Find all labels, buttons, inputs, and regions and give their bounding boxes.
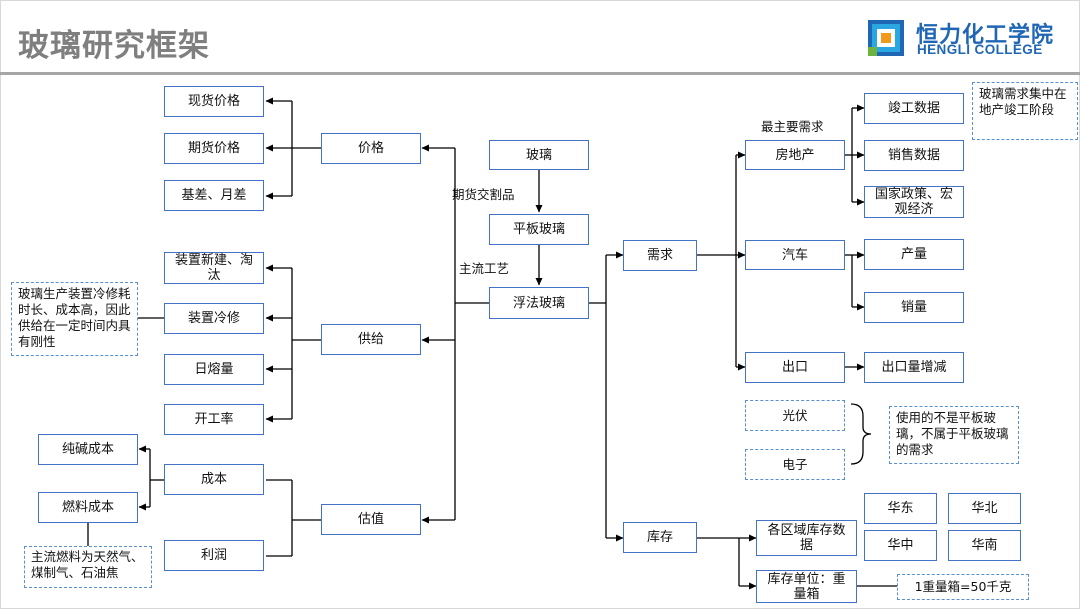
float-glass-node-label: 浮法玻璃 [512,295,565,311]
profit-node-label: 利润 [200,548,227,563]
region-central-label: 华中 [887,538,914,553]
export-change-label: 出口量增减 [881,360,947,375]
sales-data-node: 销售数据 [864,140,964,171]
regional-inventory-node: 各区域库存数据 [756,520,857,556]
flat-glass-node-label: 平板玻璃 [512,222,565,237]
sales-volume-label: 销量 [900,300,927,315]
supply-node-label: 供给 [357,332,384,347]
non-flat-glass-note: 使用的不是平板玻璃，不属于平板玻璃的需求 [889,406,1019,464]
sales-data-label: 销售数据 [887,148,940,163]
main-demand-label: 最主要需求 [761,119,824,134]
regional-inventory-label: 各区域库存数据 [767,523,846,553]
daily-melt-node: 日熔量 [164,354,264,385]
real-estate-note: 玻璃需求集中在地产竣工阶段 [972,82,1078,140]
spot-price-label: 现货价格 [187,94,240,109]
region-east-label: 华东 [887,501,914,516]
flat-glass-node: 平板玻璃 [489,214,589,245]
policy-macro-label: 国家政策、宏观经济 [874,187,953,217]
electronics-node: 电子 [745,449,845,480]
inventory-unit-label: 库存单位：重量箱 [767,571,846,602]
real-estate-node: 房地产 [745,140,845,170]
policy-macro-node: 国家政策、宏观经济 [864,186,964,218]
unit-conversion-text: 1重量箱=50千克 [914,579,1012,594]
inventory-unit-node: 库存单位：重量箱 [756,570,857,603]
logo-mark-icon [868,20,904,56]
cold-repair-node: 装置冷修 [164,303,264,334]
completion-data-node: 竣工数据 [864,93,964,124]
operating-rate-label: 开工率 [194,412,234,427]
profit-node: 利润 [164,540,264,571]
production-node: 产量 [864,239,964,270]
unit-conversion-note: 1重量箱=50千克 [897,574,1029,600]
valuation-node: 估值 [321,504,421,535]
fuel-cost-node: 燃料成本 [38,492,138,523]
fuel-note-text: 主流燃料为天然气、煤制气、石油焦 [31,549,144,580]
college-logo: 恒力化工学院 HENGLI COLLEGE [868,18,1068,60]
cost-node-label: 成本 [200,472,227,487]
region-central-node: 华中 [864,530,937,561]
real-estate-note-text: 玻璃需求集中在地产竣工阶段 [979,86,1067,117]
valuation-node-label: 估值 [357,512,384,527]
real-estate-label: 房地产 [775,147,815,163]
cold-repair-label: 装置冷修 [187,311,240,326]
electronics-label: 电子 [782,456,808,472]
basis-spread-node: 基差、月差 [164,180,264,211]
soda-ash-cost-node: 纯碱成本 [38,434,138,465]
futures-price-node: 期货价格 [164,133,264,164]
region-south-node: 华南 [948,530,1021,561]
non-flat-glass-note-text: 使用的不是平板玻璃，不属于平板玻璃的需求 [896,410,1009,457]
operating-rate-node: 开工率 [164,404,264,435]
float-glass-node: 浮法玻璃 [489,287,589,319]
auto-label: 汽车 [781,247,808,263]
new-capacity-node: 装置新建、淘汰 [164,252,264,284]
main-process-label: 主流工艺 [459,261,510,276]
fuel-note: 主流燃料为天然气、煤制气、石油焦 [24,546,152,588]
title-divider [0,72,1080,75]
futures-price-label: 期货价格 [187,141,240,156]
supply-node: 供给 [321,324,421,355]
fuel-cost-label: 燃料成本 [61,500,114,515]
export-change-node: 出口量增减 [864,352,964,383]
new-capacity-label: 装置新建、淘汰 [174,253,253,283]
production-label: 产量 [900,247,927,262]
auto-node: 汽车 [745,240,845,270]
demand-node-label: 需求 [646,248,673,263]
region-south-label: 华南 [971,538,998,553]
glass-node-label: 玻璃 [525,147,552,163]
demand-node: 需求 [623,240,697,271]
cold-repair-note: 玻璃生产装置冷修耗时长、成本高，因此供给在一定时间内具有刚性 [11,282,138,356]
sales-volume-node: 销量 [864,292,964,323]
region-east-node: 华东 [864,493,937,524]
export-node: 出口 [745,352,845,383]
basis-spread-label: 基差、月差 [181,188,247,203]
soda-ash-cost-label: 纯碱成本 [61,442,114,457]
logo-text-cn: 恒力化工学院 [916,23,1055,48]
price-node: 价格 [321,133,421,164]
spot-price-node: 现货价格 [164,86,264,117]
futures-delivery-label: 期货交割品 [452,187,515,202]
glass-node: 玻璃 [489,140,589,170]
region-north-node: 华北 [948,493,1021,524]
page-title: 玻璃研究框架 [18,28,210,64]
export-label: 出口 [781,360,808,375]
completion-data-label: 竣工数据 [887,101,940,116]
inventory-node: 库存 [623,522,697,553]
photovoltaic-label: 光伏 [782,407,808,423]
cost-node: 成本 [164,464,264,495]
daily-melt-label: 日熔量 [194,362,234,377]
logo-text-en: HENGLI COLLEGE [917,42,1043,57]
inventory-node-label: 库存 [646,530,673,545]
region-north-label: 华北 [971,501,998,516]
photovoltaic-node: 光伏 [745,400,845,431]
price-node-label: 价格 [357,141,384,156]
cold-repair-note-text: 玻璃生产装置冷修耗时长、成本高，因此供给在一定时间内具有刚性 [18,286,131,349]
